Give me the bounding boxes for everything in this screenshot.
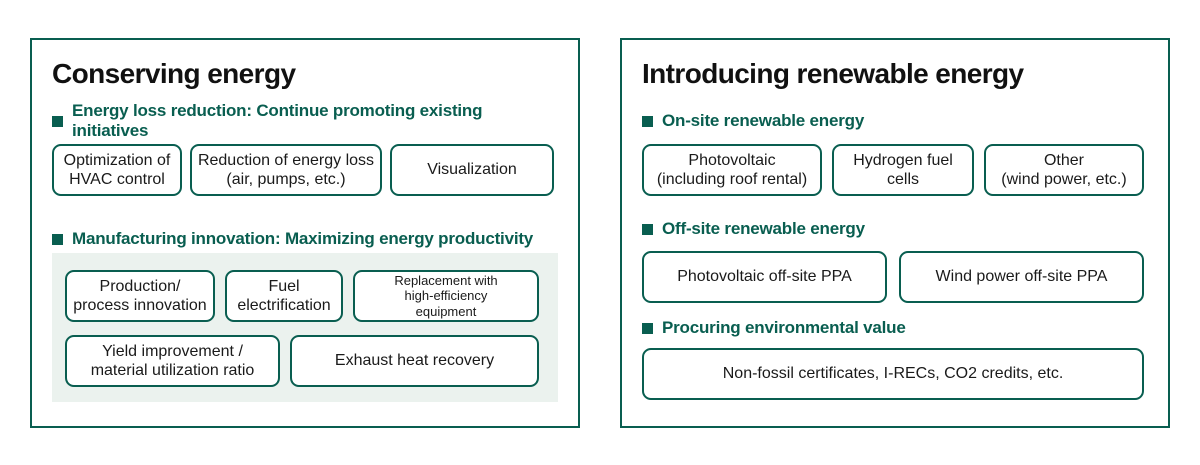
section-heading-label: Procuring environmental value: [662, 318, 906, 337]
manufacturing-box-row-1: Production/ process innovation Fuel elec…: [65, 270, 558, 322]
box-production-process-innovation: Production/ process innovation: [65, 270, 215, 322]
square-bullet-icon: [52, 115, 63, 127]
section-heading-environmental-value: Procuring environmental value: [642, 318, 1144, 338]
panel-title: Conserving energy: [52, 58, 296, 89]
section-heading-offsite-renewable: Off-site renewable energy: [642, 219, 1144, 239]
manufacturing-highlight-area: Production/ process innovation Fuel elec…: [52, 253, 558, 402]
box-other-wind-power: Other (wind power, etc.): [984, 144, 1144, 196]
box-reduction-energy-loss: Reduction of energy loss (air, pumps, et…: [190, 144, 382, 196]
box-photovoltaic-offsite-ppa: Photovoltaic off-site PPA: [642, 251, 887, 303]
section-heading-energy-loss-reduction: Energy loss reduction: Continue promotin…: [52, 101, 554, 140]
box-high-efficiency-equipment: Replacement with high-efficiency equipme…: [353, 270, 539, 322]
box-exhaust-heat-recovery: Exhaust heat recovery: [290, 335, 539, 387]
panel-introducing-renewable-energy: Introducing renewable energy On-site ren…: [620, 38, 1170, 428]
manufacturing-box-row-2: Yield improvement / material utilization…: [65, 335, 558, 387]
panel-conserving-energy: Conserving energy Energy loss reduction:…: [30, 38, 580, 428]
box-optimization-hvac-control: Optimization of HVAC control: [52, 144, 182, 196]
square-bullet-icon: [642, 223, 653, 235]
box-photovoltaic-roof-rental: Photovoltaic (including roof rental): [642, 144, 822, 196]
section-heading-onsite-renewable: On-site renewable energy: [642, 111, 1144, 131]
onsite-box-row: Photovoltaic (including roof rental) Hyd…: [642, 144, 1144, 196]
box-fuel-electrification: Fuel electrification: [225, 270, 343, 322]
box-wind-power-offsite-ppa: Wind power off-site PPA: [899, 251, 1144, 303]
panel-title: Introducing renewable energy: [642, 58, 1024, 89]
section-heading-label: Energy loss reduction: Continue promotin…: [72, 101, 483, 140]
offsite-box-row: Photovoltaic off-site PPA Wind power off…: [642, 251, 1144, 303]
environmental-value-box-row: Non-fossil certificates, I-RECs, CO2 cre…: [642, 348, 1144, 400]
section-heading-label: Off-site renewable energy: [662, 219, 865, 238]
box-non-fossil-certificates: Non-fossil certificates, I-RECs, CO2 cre…: [642, 348, 1144, 400]
energy-loss-box-row: Optimization of HVAC control Reduction o…: [52, 144, 554, 196]
square-bullet-icon: [52, 233, 63, 245]
section-heading-manufacturing-innovation: Manufacturing innovation: Maximizing ene…: [52, 229, 554, 249]
section-heading-label: Manufacturing innovation: Maximizing ene…: [72, 229, 534, 248]
square-bullet-icon: [642, 115, 653, 127]
box-hydrogen-fuel-cells: Hydrogen fuel cells: [832, 144, 974, 196]
section-heading-label: On-site renewable energy: [662, 111, 865, 130]
square-bullet-icon: [642, 322, 653, 334]
box-visualization: Visualization: [390, 144, 554, 196]
box-yield-improvement: Yield improvement / material utilization…: [65, 335, 280, 387]
